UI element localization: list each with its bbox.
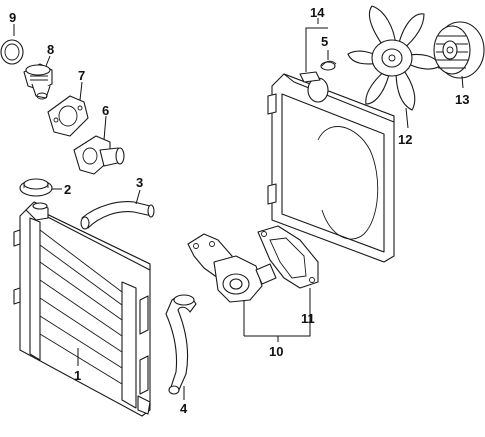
part-2-radiator-cap [19, 178, 53, 197]
part-12-cooling-fan [347, 5, 441, 111]
part-4-lower-hose [165, 294, 197, 395]
callout-8: 8 [47, 42, 54, 57]
part-5-clip [320, 60, 337, 71]
callout-3: 3 [136, 175, 143, 190]
part-1-radiator [13, 201, 151, 417]
callout-5: 5 [321, 34, 328, 49]
callout-9: 9 [9, 10, 16, 25]
part-10-water-pump [213, 255, 277, 303]
part-9-o-ring [0, 39, 24, 65]
callout-12: 12 [398, 132, 412, 147]
callout-labels: 9 8 7 6 2 3 1 4 10 11 14 5 12 13 [9, 5, 469, 416]
part-3-upper-hose [80, 201, 155, 230]
part-7-gasket [47, 95, 89, 137]
part-11-pump-gasket [257, 225, 319, 289]
callout-13: 13 [455, 92, 469, 107]
callout-11: 11 [301, 311, 315, 326]
part-6-water-outlet [73, 135, 125, 175]
part-13-fan-clutch [433, 21, 485, 79]
callout-1: 1 [74, 368, 81, 383]
callout-7: 7 [78, 68, 85, 83]
callout-4: 4 [180, 401, 188, 416]
callout-10: 10 [269, 344, 283, 359]
callout-2: 2 [64, 182, 71, 197]
callout-14: 14 [310, 5, 325, 20]
fan-shroud [267, 71, 395, 263]
part-8-thermostat [23, 63, 53, 100]
leader-lines [13, 18, 464, 400]
callout-6: 6 [102, 103, 109, 118]
